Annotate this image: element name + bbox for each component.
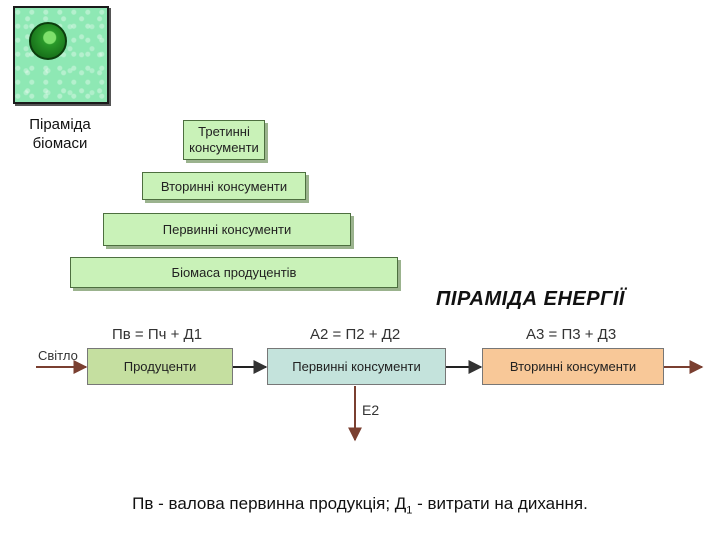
formula-producers: Пв = Пч + Д1 (112, 326, 203, 343)
footer-text-part2: - витрати на дихання. (412, 494, 588, 513)
formula-secondary: А3 = П3 + Д3 (526, 326, 617, 343)
producers-box: Продуценти (87, 348, 233, 385)
caption-line-1: Піраміда (29, 116, 91, 133)
primary-consumers-box: Первинні консументи (267, 348, 446, 385)
footer-text-part1: Пв - валова первинна продукція; Д (132, 494, 407, 513)
secondary-label: Вторинні консументи (160, 178, 288, 194)
pyramid-level-producers: Біомаса продуцентів (70, 257, 398, 288)
pyramid-level-secondary: Вторинні консументи (142, 172, 306, 200)
footer-legend: Пв - валова первинна продукція; Д1 - вит… (0, 494, 720, 516)
pyramid-level-primary: Первинні консументи (103, 213, 351, 246)
loss-label: Е2 (362, 402, 380, 418)
light-label: Світло (38, 348, 78, 363)
secondary-consumers-box: Вторинні консументи (482, 348, 664, 385)
pyramid-level-tertiary: Третинні консументи (183, 120, 265, 160)
footer-subscript: 1 (406, 504, 413, 517)
secondary-box-label: Вторинні консументи (509, 359, 637, 374)
primary-box-label: Первинні консументи (292, 359, 421, 374)
energy-pyramid-title: ПІРАМІДА ЕНЕРГІЇ (436, 288, 625, 310)
tertiary-label-line1: Третинні (198, 124, 250, 139)
producers-label: Біомаса продуцентів (171, 265, 297, 280)
caption-line-2: біомаси (32, 135, 88, 152)
tertiary-label-line2: консументи (189, 140, 259, 155)
producers-box-label: Продуценти (123, 359, 197, 374)
primary-label: Первинні консументи (162, 222, 292, 237)
green-dot-icon (29, 22, 67, 60)
formula-primary: А2 = П2 + Д2 (310, 326, 401, 343)
biomass-pyramid-icon-card (13, 6, 109, 104)
biomass-pyramid-caption: Піраміда біомаси (10, 115, 110, 153)
